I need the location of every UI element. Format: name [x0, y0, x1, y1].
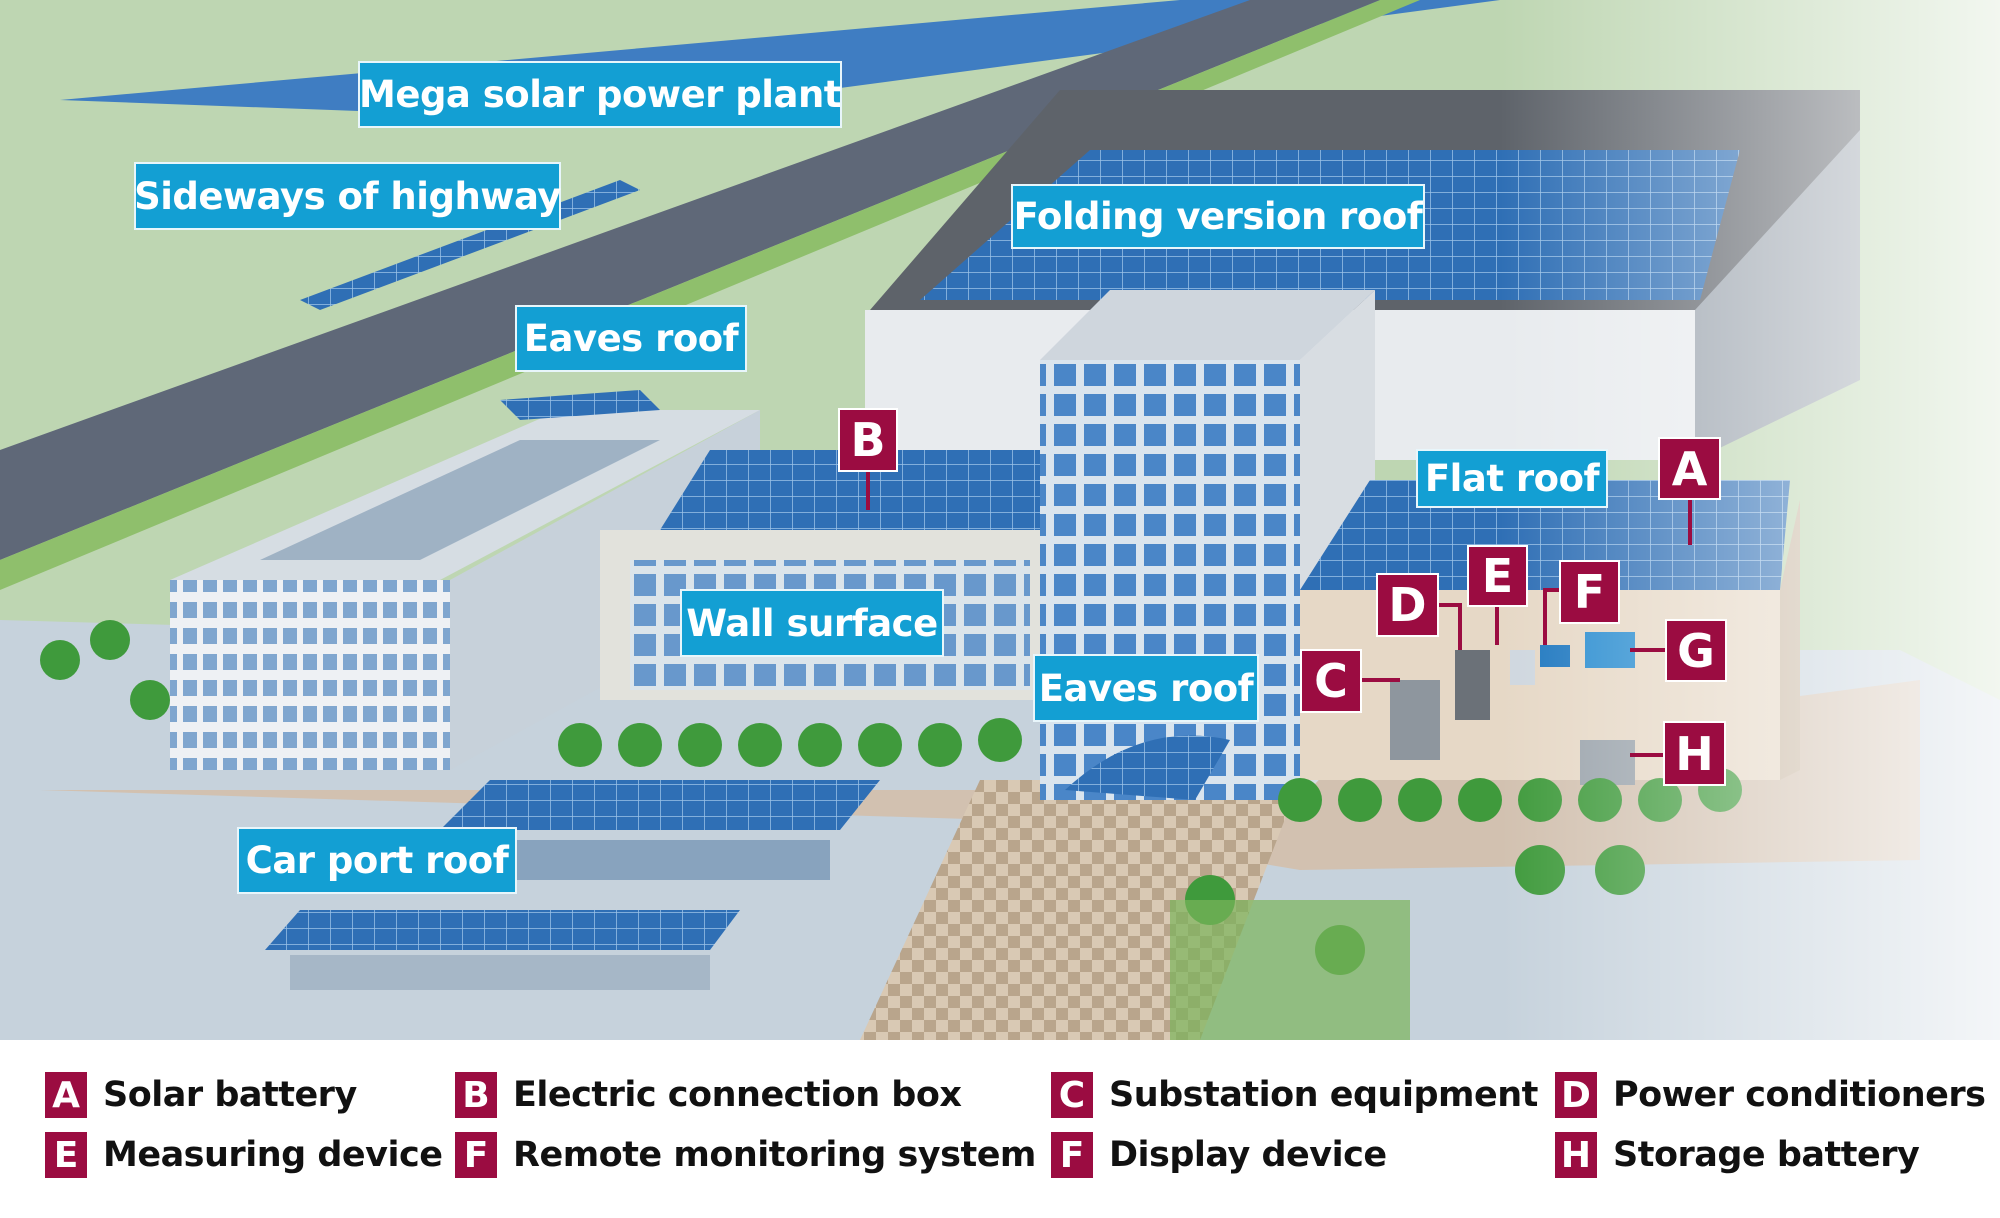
- legend-item: H Storage battery: [1555, 1131, 1920, 1179]
- legend-item: F Display device: [1051, 1131, 1387, 1179]
- legend-key: D: [1555, 1072, 1597, 1118]
- legend-key: H: [1555, 1132, 1597, 1178]
- label-highway: Sideways of highway: [134, 162, 561, 230]
- marker-b: B: [838, 408, 898, 472]
- legend-key: B: [455, 1072, 497, 1118]
- legend-item: B Electric connection box: [455, 1071, 962, 1119]
- legend-key: A: [45, 1072, 87, 1118]
- legend-text: Remote monitoring system: [513, 1135, 1036, 1175]
- legend-item: F Remote monitoring system: [455, 1131, 1036, 1179]
- legend-item: D Power conditioners: [1555, 1071, 1986, 1119]
- label-car-port: Car port roof: [237, 827, 517, 894]
- marker-a: A: [1658, 437, 1721, 500]
- legend-key: F: [455, 1132, 497, 1178]
- legend-text: Solar battery: [103, 1075, 357, 1115]
- legend-text: Electric connection box: [513, 1075, 962, 1115]
- legend-text: Measuring device: [103, 1135, 443, 1175]
- label-eaves-roof-top: Eaves roof: [515, 305, 747, 372]
- legend-item: A Solar battery: [45, 1071, 357, 1119]
- legend-key: E: [45, 1132, 87, 1178]
- legend-text: Power conditioners: [1613, 1075, 1986, 1115]
- label-mega-solar: Mega solar power plant: [358, 61, 842, 128]
- marker-h: H: [1663, 721, 1726, 786]
- leader-lines: [866, 470, 1692, 757]
- label-eaves-roof-entrance: Eaves roof: [1033, 654, 1259, 722]
- legend-key: F: [1051, 1132, 1093, 1178]
- legend-item: C Substation equipment: [1051, 1071, 1538, 1119]
- legend-text: Substation equipment: [1109, 1075, 1538, 1115]
- legend-text: Storage battery: [1613, 1135, 1920, 1175]
- marker-d: D: [1376, 573, 1439, 637]
- legend-text: Display device: [1109, 1135, 1387, 1175]
- marker-c: C: [1300, 649, 1362, 713]
- marker-f: F: [1559, 560, 1620, 624]
- marker-g: G: [1665, 619, 1727, 682]
- marker-e: E: [1467, 545, 1528, 607]
- label-flat-roof: Flat roof: [1416, 449, 1608, 508]
- legend-item: E Measuring device: [45, 1131, 443, 1179]
- label-folding-roof: Folding version roof: [1011, 184, 1425, 249]
- legend-key: C: [1051, 1072, 1093, 1118]
- label-wall-surface: Wall surface: [680, 589, 944, 657]
